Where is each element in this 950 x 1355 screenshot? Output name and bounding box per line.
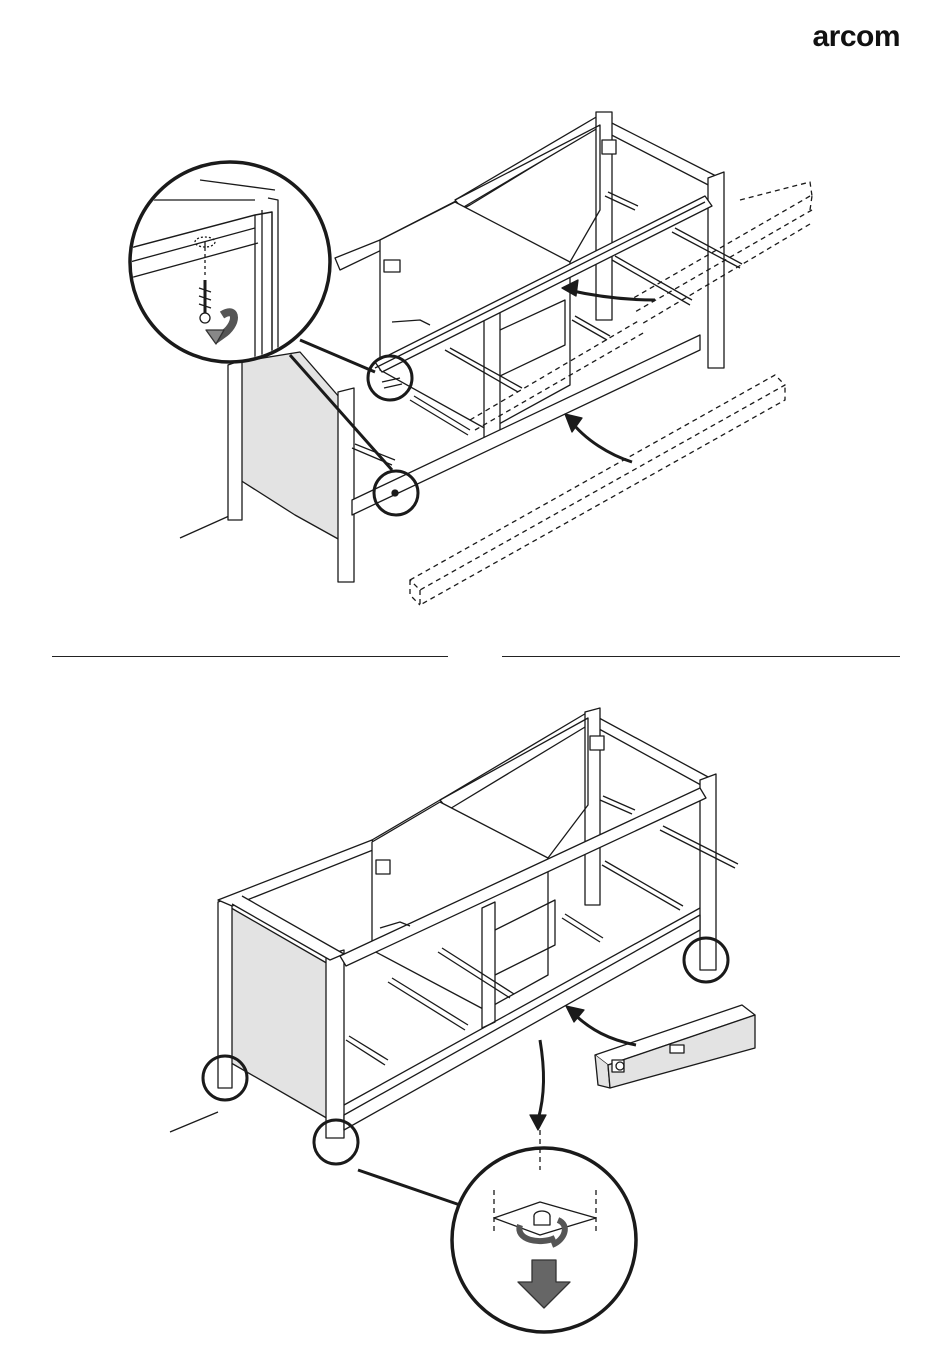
spirit-level-icon	[595, 1005, 755, 1088]
step-level-feet-illustration	[0, 660, 950, 1355]
section-divider-right	[502, 656, 900, 657]
screw-detail-magnifier	[130, 162, 330, 380]
leveler-detail-magnifier	[452, 1130, 636, 1332]
step-attach-rails-illustration	[0, 0, 950, 650]
section-divider-left	[52, 656, 448, 657]
